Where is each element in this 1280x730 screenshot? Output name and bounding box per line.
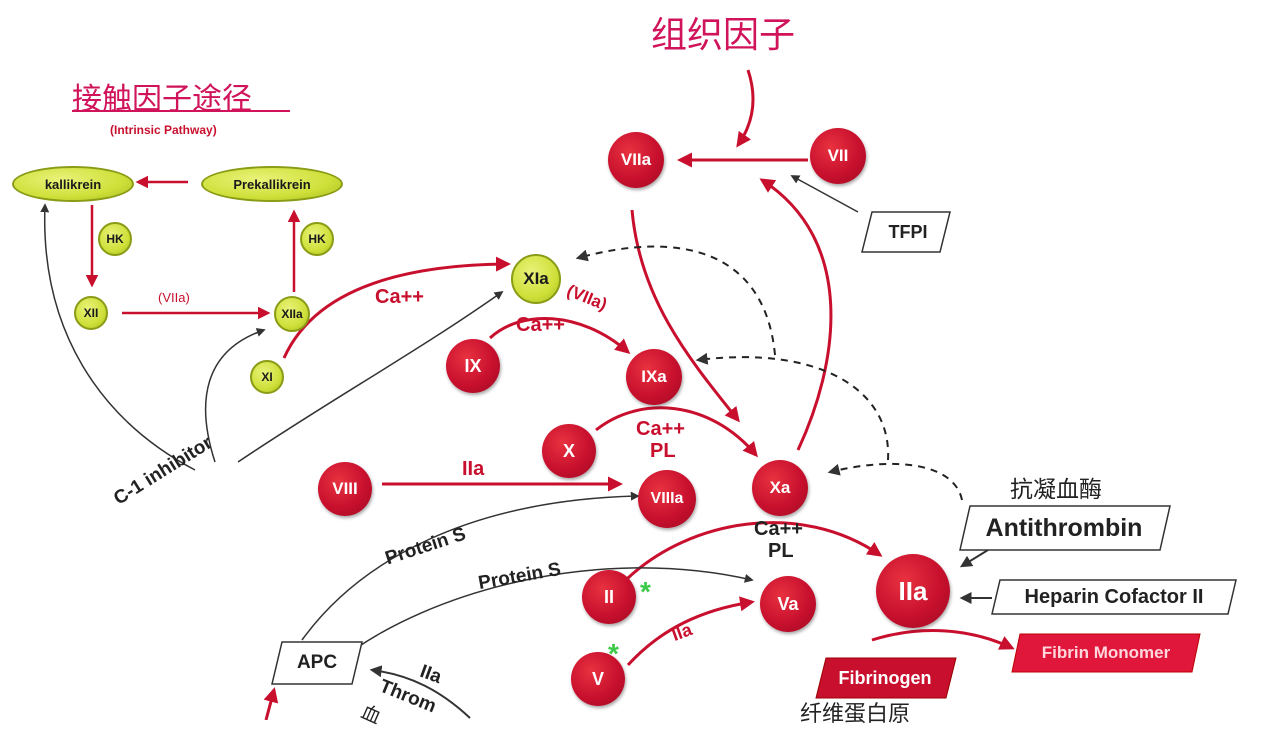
- vii-node: VII: [810, 128, 866, 184]
- xia-node: XIa: [511, 254, 561, 304]
- arrow-c1-xia: [237, 290, 504, 463]
- viii-node: VIII: [318, 462, 372, 516]
- star-icon-ii: *: [640, 576, 651, 607]
- tissue-factor-title: 组织因子: [651, 15, 796, 56]
- star-icon-v: *: [608, 638, 619, 669]
- fibrinogen-cn-label: 纤维蛋白原: [800, 702, 911, 727]
- ix-node: IX: [446, 339, 500, 393]
- dashed-to-xa: [827, 462, 963, 501]
- iia-node: IIa: [876, 554, 950, 628]
- fibrinogen-label: Fibrinogen: [838, 667, 932, 688]
- xi-node: XI: [250, 360, 284, 394]
- contact-pathway-title: 接触因子途径: [72, 82, 252, 117]
- antithrombin-label: Antithrombin: [985, 513, 1143, 542]
- arrow-c1-xiia: [204, 328, 266, 463]
- arrow-xa-vii: [759, 178, 833, 451]
- ca-label-x: Ca++: [636, 418, 685, 440]
- ixa-node: IXa: [626, 349, 682, 405]
- arrow-c1-kal: [40, 203, 196, 471]
- apc-label: APC: [296, 652, 338, 673]
- va-node: Va: [760, 576, 816, 632]
- arrow-x-xa: [595, 406, 758, 458]
- arrow-bottom-red: [263, 687, 279, 720]
- arrow-fibrinogen-fibrin: [871, 629, 1015, 650]
- viia-small-label: (VIIa): [158, 290, 190, 305]
- fibrinogen-plate-frame: [815, 657, 957, 699]
- fibrin-monomer-label: Fibrin Monomer: [1041, 643, 1171, 662]
- arrow-apc-va: [339, 567, 754, 661]
- antithrombin-plate-frame: [959, 505, 1171, 551]
- arrow-throm-apc: [369, 665, 471, 719]
- arrow-ix-ixa: [488, 317, 631, 354]
- hk-node-right: HK: [300, 222, 334, 256]
- tfpi-plate-frame: [861, 211, 951, 253]
- arrow-ii-iia: [626, 521, 883, 580]
- apc-plate-frame: [271, 641, 363, 685]
- xa-node: Xa: [752, 460, 808, 516]
- antithrombin-cn-label: 抗凝血酶: [1010, 477, 1102, 503]
- intrinsic-pathway-subtitle: (Intrinsic Pathway): [110, 123, 217, 137]
- xii-node: XII: [74, 296, 108, 330]
- v-node: V: [571, 652, 625, 706]
- arrow-xi-xia: [282, 256, 511, 359]
- heparin-plate-frame: [991, 579, 1237, 615]
- ca-label-xi: Ca++: [375, 286, 424, 308]
- pl-label-ii: PL: [768, 540, 794, 562]
- arrow-v-va: [626, 596, 755, 667]
- prekallikrein-node: Prekallikrein: [201, 166, 343, 202]
- ca-label-ix: Ca++: [516, 314, 565, 336]
- xiia-node: XIIa: [274, 296, 310, 332]
- arrow-apc-viiia: [301, 491, 640, 641]
- dashed-to-ixa: [695, 352, 890, 461]
- dashed-to-xia: [575, 245, 776, 356]
- arrow-antithrombin-iia: [959, 549, 989, 568]
- kallikrein-node: kallikrein: [12, 166, 134, 202]
- hk-node-left: HK: [98, 222, 132, 256]
- ca-label-ii: Ca++: [754, 518, 803, 540]
- arrow-tfpi-vii: [790, 175, 859, 213]
- iia-label-viii: IIa: [462, 458, 485, 480]
- fibrin-plate-frame: [1011, 633, 1201, 673]
- arrow-tf-viia: [736, 69, 755, 148]
- x-node: X: [542, 424, 596, 478]
- viia-node: VIIa: [608, 132, 664, 188]
- viiia-node: VIIIa: [638, 470, 696, 528]
- tfpi-label: TFPI: [888, 221, 928, 242]
- arrow-viia-xa: [630, 209, 740, 423]
- heparin-cofactor-label: Heparin Cofactor II: [1024, 585, 1204, 608]
- ii-node: II: [582, 570, 636, 624]
- pl-label-x: PL: [650, 440, 676, 462]
